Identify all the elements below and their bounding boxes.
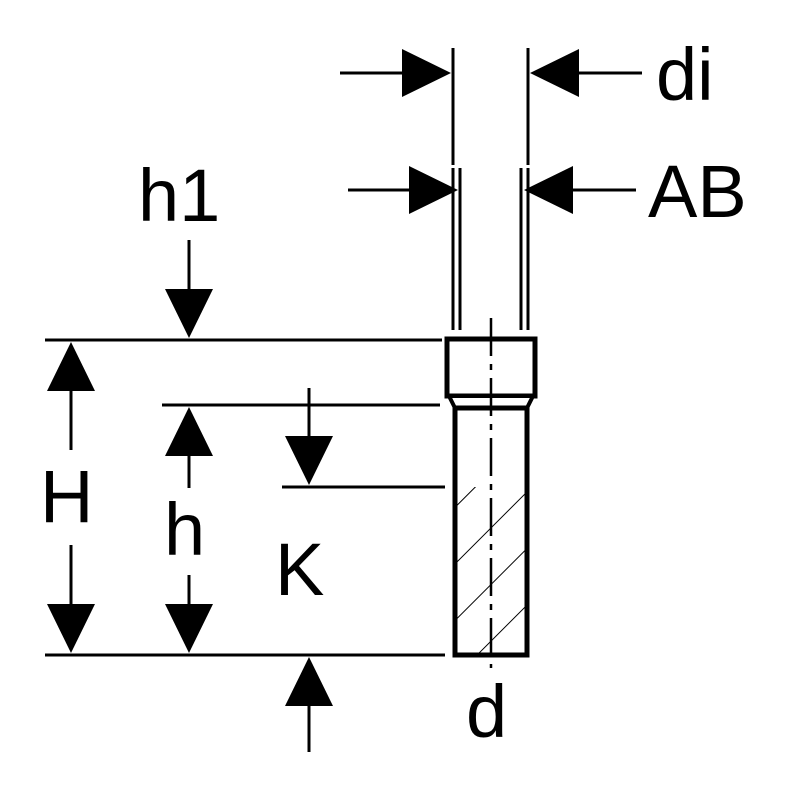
ab-arrowhead-left — [409, 166, 458, 214]
K-arrowhead — [285, 436, 333, 485]
di-arrowhead-left — [402, 49, 451, 97]
label-di: di — [656, 33, 714, 116]
pipe-spigot: d — [444, 318, 538, 753]
h-arrowhead-top — [165, 407, 213, 456]
dimension-h: h — [164, 407, 213, 653]
bottom-arrowhead — [285, 657, 333, 706]
h-arrowhead-bottom — [165, 604, 213, 653]
dimension-K: K — [275, 388, 333, 611]
label-ab: AB — [648, 150, 747, 233]
dimension-ab: AB — [348, 150, 747, 330]
dimension-H: H — [40, 342, 95, 653]
label-K: K — [275, 528, 324, 611]
label-h1: h1 — [138, 154, 220, 237]
dimension-di: di — [340, 33, 714, 165]
H-arrowhead-bottom — [47, 604, 95, 653]
ab-arrowhead-right — [524, 166, 573, 214]
H-arrowhead-top — [47, 342, 95, 391]
label-h: h — [164, 488, 205, 571]
di-arrowhead-right — [530, 49, 579, 97]
label-d: d — [466, 670, 507, 753]
reference-lines — [45, 338, 445, 657]
h1-arrowhead — [165, 289, 213, 338]
bottom-arrow — [285, 657, 333, 752]
dimension-h1: h1 — [138, 154, 220, 338]
label-H: H — [40, 455, 93, 538]
